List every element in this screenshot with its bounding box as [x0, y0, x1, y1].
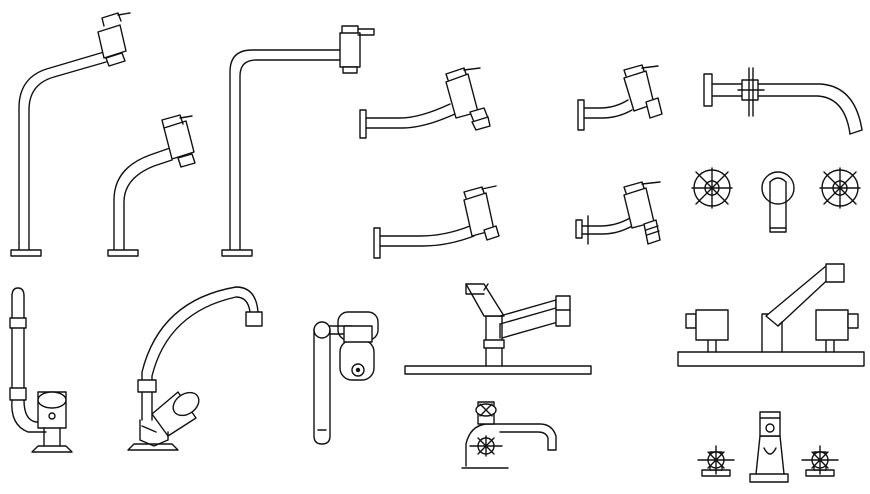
- deck-three-hole-lever-mixer: [677, 263, 865, 367]
- deck-single-lever-mixer: [404, 283, 592, 375]
- bath-filler-cross: [461, 401, 557, 469]
- short-basin-mixer-curved: [107, 114, 196, 257]
- tall-vessel-mixer-square: [221, 25, 375, 257]
- wall-mixer-mid: [373, 185, 500, 259]
- tall-basin-mixer-curved: [10, 12, 131, 257]
- wall-mixer-short: [577, 64, 663, 131]
- pillar-tap-rising: [9, 287, 73, 453]
- three-hole-cross-basin-set: [697, 411, 839, 483]
- wall-spout-with-plate: [703, 67, 863, 135]
- three-hole-cross-set: [691, 167, 861, 233]
- wall-mixer-long: [359, 67, 491, 139]
- wall-mixer-small-nozzle: [575, 181, 661, 245]
- swan-neck-kitchen-tap: [127, 286, 263, 451]
- wall-lever-tap: [313, 311, 379, 445]
